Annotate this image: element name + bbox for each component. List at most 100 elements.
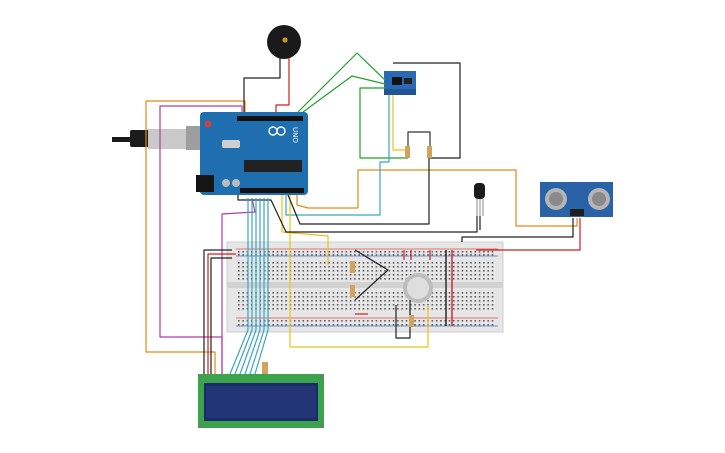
breadboard-hole (311, 320, 313, 322)
breadboard-hole (238, 270, 240, 272)
breadboard-hole (354, 308, 356, 310)
breadboard-hole (478, 262, 481, 264)
breadboard-hole (491, 262, 494, 264)
breadboard-hole (302, 308, 305, 310)
breadboard-hole (457, 304, 459, 306)
breadboard-hole (238, 251, 240, 253)
breadboard-hole (461, 254, 464, 256)
breadboard-hole (324, 300, 326, 302)
breadboard-hole (238, 320, 240, 322)
breadboard-hole (397, 274, 399, 276)
breadboard-hole (453, 292, 455, 294)
breadboard-hole (474, 300, 477, 302)
breadboard-hole (328, 292, 330, 294)
breadboard-hole (293, 266, 296, 268)
breadboard-hole (281, 304, 283, 306)
breadboard-hole (483, 254, 485, 256)
breadboard-hole (384, 262, 386, 264)
breadboard-hole (418, 254, 421, 256)
breadboard-hole (354, 278, 356, 280)
breadboard-hole (478, 296, 481, 298)
breadboard-hole (435, 251, 438, 253)
breadboard-hole (483, 292, 485, 294)
breadboard-hole (362, 308, 365, 310)
breadboard-hole (302, 251, 305, 253)
breadboard-hole (302, 270, 305, 272)
breadboard-hole (483, 308, 485, 310)
breadboard-hole (332, 308, 335, 310)
breadboard-hole (276, 270, 279, 272)
breadboard-hole (379, 296, 382, 298)
breadboard-hole (388, 320, 391, 322)
breadboard-hole (306, 254, 309, 256)
breadboard-hole (418, 308, 421, 310)
breadboard-hole (345, 254, 348, 256)
breadboard-hole (405, 308, 408, 310)
breadboard-hole (448, 324, 451, 326)
breadboard-hole (367, 292, 369, 294)
breadboard-hole (336, 254, 339, 256)
breadboard-hole (418, 324, 421, 326)
breadboard-hole (483, 270, 485, 272)
breadboard-hole (375, 300, 378, 302)
breadboard-hole (457, 308, 459, 310)
breadboard-hole (268, 308, 270, 310)
breadboard-hole (268, 300, 270, 302)
breadboard-hole (487, 254, 489, 256)
breadboard-hole (435, 308, 438, 310)
breadboard-hole (341, 274, 343, 276)
breadboard-hole (401, 292, 403, 294)
breadboard-hole (358, 254, 360, 256)
breadboard-hole (384, 292, 386, 294)
breadboard-hole (238, 300, 240, 302)
breadboard-hole (345, 324, 348, 326)
breadboard-hole (354, 251, 356, 253)
breadboard-hole (418, 270, 421, 272)
breadboard-hole (367, 320, 369, 322)
breadboard-hole (328, 274, 330, 276)
breadboard-hole (379, 320, 382, 322)
breadboard-hole (332, 254, 335, 256)
breadboard-hole (379, 270, 382, 272)
breadboard-hole (478, 304, 481, 306)
breadboard-hole (487, 270, 489, 272)
breadboard-hole (478, 324, 481, 326)
breadboard-hole (465, 251, 468, 253)
breadboard-hole (379, 266, 382, 268)
breadboard-hole (298, 296, 300, 298)
breadboard-hole (272, 262, 274, 264)
breadboard-hole (457, 262, 459, 264)
breadboard-hole (457, 320, 459, 322)
breadboard-hole (336, 270, 339, 272)
breadboard-hole (281, 324, 283, 326)
breadboard-hole (336, 296, 339, 298)
breadboard-hole (367, 251, 369, 253)
breadboard-hole (302, 304, 305, 306)
breadboard-hole (491, 270, 494, 272)
breadboard-hole (465, 266, 468, 268)
breadboard-hole (298, 304, 300, 306)
breadboard-hole (362, 270, 365, 272)
breadboard-hole (478, 320, 481, 322)
breadboard-hole (435, 320, 438, 322)
breadboard-hole (414, 320, 416, 322)
breadboard-hole (311, 254, 313, 256)
breadboard-hole (293, 308, 296, 310)
breadboard-hole (388, 304, 391, 306)
breadboard-hole (315, 262, 317, 264)
breadboard-hole (324, 324, 326, 326)
breadboard-hole (345, 262, 348, 264)
breadboard-hole (401, 262, 403, 264)
breadboard-hole (268, 274, 270, 276)
breadboard-hole (405, 304, 408, 306)
breadboard-hole (242, 278, 244, 280)
breadboard-hole (298, 324, 300, 326)
breadboard-hole (461, 292, 464, 294)
breadboard-hole (298, 262, 300, 264)
breadboard-hole (311, 296, 313, 298)
breadboard-hole (358, 308, 360, 310)
breadboard-hole (397, 324, 399, 326)
breadboard-hole (324, 278, 326, 280)
breadboard-hole (302, 262, 305, 264)
breadboard-hole (388, 254, 391, 256)
